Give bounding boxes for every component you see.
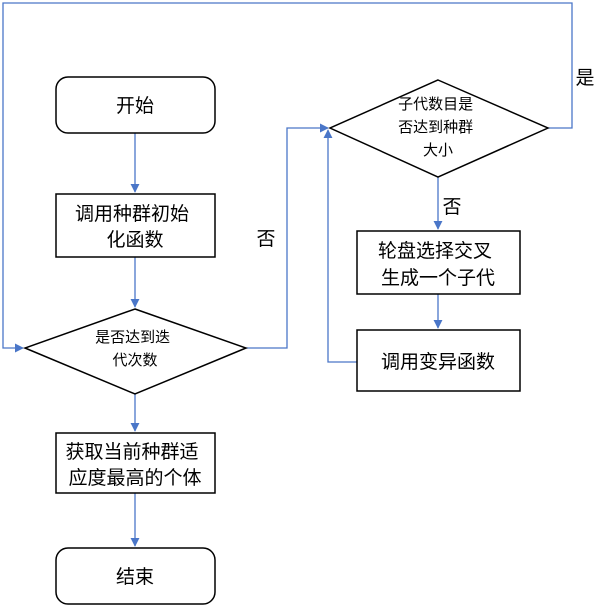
roulette-crossover-text: 轮盘选择交叉 生成一个子代 <box>378 240 498 289</box>
connectors <box>2 2 573 547</box>
start-node: 开始 <box>55 76 216 134</box>
get-best-text: 获取当前种群适 应度最高的个体 <box>65 441 204 489</box>
end-node-text: 结束 <box>116 566 154 588</box>
edge-child-yes-loop <box>2 2 573 353</box>
edge-label-child-yes: 是 <box>575 67 594 89</box>
start-node-text: 开始 <box>116 95 154 117</box>
edge-label-child-no: 否 <box>442 196 461 218</box>
get-best-node: 获取当前种群适 应度最高的个体 <box>55 432 216 494</box>
iteration-check-node: 是否达到迭 代次数 <box>22 308 249 395</box>
init-population-line: 调用种群初始 <box>75 203 189 225</box>
roulette-crossover-node: 轮盘选择交叉 生成一个子代 <box>356 230 521 295</box>
mutation-text: 调用变异函数 <box>381 351 495 373</box>
edge-label-iteration-no: 否 <box>256 228 275 250</box>
roulette-crossover-line: 轮盘选择交叉 <box>378 240 492 262</box>
init-population-line: 化函数 <box>106 229 163 251</box>
iteration-check-text: 是否达到迭 代次数 <box>95 328 175 369</box>
iteration-check-line: 是否达到迭 <box>95 328 170 346</box>
end-node-line: 结束 <box>116 566 154 588</box>
child-count-check-node: 子代数目是 否达到种群 大小 <box>328 79 550 178</box>
roulette-crossover-line: 生成一个子代 <box>381 267 495 289</box>
init-population-node: 调用种群初始 化函数 <box>55 193 216 258</box>
child-count-check-text: 子代数目是 否达到种群 大小 <box>398 95 478 159</box>
child-count-check-line: 大小 <box>423 141 453 159</box>
iteration-check-line: 代次数 <box>112 351 157 369</box>
mutation-node: 调用变异函数 <box>356 329 521 392</box>
get-best-line: 应度最高的个体 <box>68 467 201 489</box>
init-population-text: 调用种群初始 化函数 <box>75 203 195 251</box>
start-node-line: 开始 <box>116 95 154 117</box>
edge-iter-no-to-child-check <box>246 123 329 349</box>
end-node: 结束 <box>55 547 216 605</box>
child-count-check-line: 子代数目是 <box>398 95 473 113</box>
mutation-line: 调用变异函数 <box>381 351 495 373</box>
get-best-line: 获取当前种群适 <box>65 441 198 463</box>
child-count-check-line: 否达到种群 <box>398 118 473 136</box>
edge-mutate-back-to-child-check <box>323 129 357 363</box>
